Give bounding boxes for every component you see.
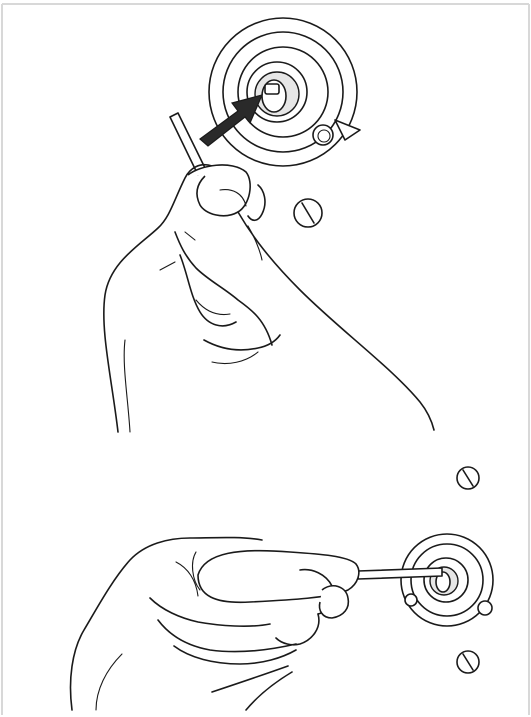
screw-icon (457, 651, 479, 673)
lock-cylinder-icon (401, 534, 493, 626)
step-insert-key-panel (0, 0, 531, 440)
hand-illustration (104, 165, 434, 432)
screw-icon (457, 467, 479, 489)
step-turn-screwdriver-panel (0, 440, 531, 717)
lock-cylinder-icon (209, 18, 360, 166)
screw-icon (294, 199, 322, 227)
